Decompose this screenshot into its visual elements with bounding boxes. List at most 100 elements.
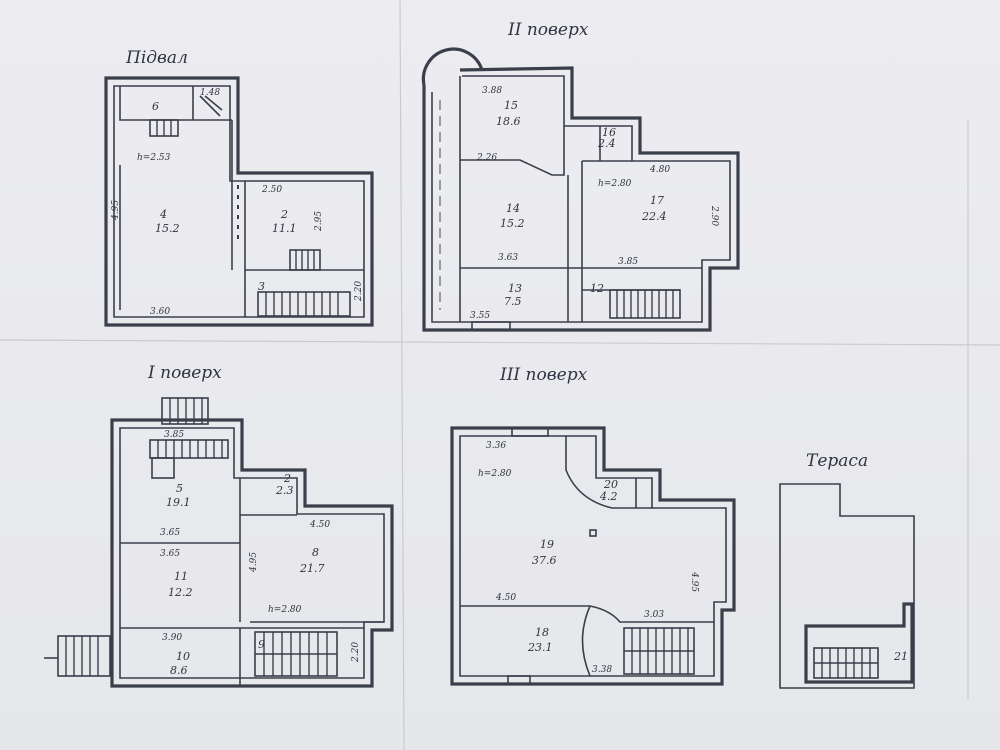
floor3-curved-partition: [581, 605, 591, 677]
floor2-room14-no: 14: [506, 202, 520, 215]
basement-room-4-area: 15.2: [155, 222, 180, 235]
basement-plan: Підвал h=2.53 6 1.48 2.50 4.95 2.95 3.60: [104, 48, 374, 327]
floor1-stairs-top: [149, 439, 229, 459]
fold-line-horizontal: [0, 339, 1000, 346]
basement-outer-wall: [104, 76, 374, 327]
floor2-room16-area: 2.4: [597, 137, 616, 150]
floor2-room13-no: 13: [508, 282, 522, 295]
terrace-stair-enclosure: [804, 602, 914, 684]
floor1-outer-wall: [110, 418, 394, 688]
floor2-dim-1: 3.88: [482, 86, 502, 96]
floor2-room17-area: 22.4: [641, 210, 667, 223]
basement-title: Підвал: [125, 48, 188, 68]
basement-dim-1: 1.48: [200, 88, 220, 98]
floor1-inner-wall: [119, 427, 385, 679]
basement-dim-2: 2.50: [261, 185, 282, 195]
basement-storage-wall: [119, 86, 232, 121]
floor2-room16-no: 16: [602, 126, 616, 139]
floor3-room18-area: 23.1: [527, 641, 553, 654]
floor2-room14-area: 15.2: [500, 217, 525, 230]
floor2-room15-no: 15: [504, 99, 518, 112]
basement-inner-wall: [113, 85, 365, 318]
floor1-side-stairs: [57, 635, 111, 677]
floor2-room15-wall: [459, 76, 565, 176]
floor3-room19-area: 37.6: [532, 554, 557, 567]
floor1-porch: [161, 397, 209, 425]
floor1-room9-no: 9: [258, 638, 265, 651]
floor3-room19-no: 19: [540, 538, 554, 551]
floor1-room2-area: 2.3: [275, 484, 294, 497]
floor3-plan: III поверх 3.36 h=2.80 20 4.2 19 37.6 4.…: [450, 365, 736, 686]
floor1-dim-5: 4.95: [249, 552, 259, 573]
terrace-room21-no: 21: [893, 650, 908, 663]
floor3-title: III поверх: [499, 365, 588, 385]
floor3-dim-2: 4.50: [495, 593, 516, 603]
floor1-room5-no: 5: [176, 482, 183, 495]
floor2-room17-no: 17: [650, 194, 664, 207]
basement-room-4-no: 4: [159, 208, 167, 221]
floor2-plan: II поверх 3.88 15 18.6 2.26 16 2.4 14 15…: [421, 20, 740, 332]
floor1-plan: I поверх 3.85 5 19.1 2 2.3 3.65 3.65 4.5…: [44, 363, 394, 688]
floor3-column: [589, 529, 597, 537]
floor1-height-note: h=2.80: [268, 605, 302, 615]
floor1-dim-2: 3.65: [160, 528, 180, 538]
terrace-plan: Тераса 21: [779, 451, 915, 689]
floor2-title: II поверх: [507, 20, 589, 40]
floor3-room20-no: 20: [603, 478, 618, 491]
floor2-dim-5: 4.80: [649, 165, 670, 175]
basement-room-3-no: 3: [258, 280, 265, 293]
floor3-dim-4: 3.38: [592, 665, 612, 675]
floor3-inner-wall: [459, 435, 727, 677]
floor3-dim-5: 4.95: [689, 571, 699, 592]
floor2-room15-area: 18.6: [496, 115, 521, 128]
floor3-dim-3: 3.03: [644, 610, 664, 620]
floor3-partition: [460, 605, 714, 623]
basement-room-2-no: 2: [280, 208, 288, 221]
floor2-dim-6: 3.55: [470, 311, 490, 321]
floor1-dim-6: 3.90: [162, 633, 182, 643]
floor3-room20-area: 4.2: [599, 490, 618, 503]
floor2-bay-window: [421, 47, 484, 86]
basement-stairs: [257, 291, 351, 317]
floor2-height-note: h=2.80: [598, 179, 632, 189]
terrace-outline: [779, 483, 915, 689]
floor2-dim-3: 3.63: [498, 253, 518, 263]
floor1-dim-1: 3.85: [164, 430, 184, 440]
floor3-dim-1: 3.36: [486, 441, 506, 451]
floor2-dim-4: 3.85: [618, 257, 638, 267]
floor2-room13-area: 7.5: [504, 295, 522, 308]
floor2-room12-no: 12: [590, 282, 604, 295]
basement-stair-mark: [199, 95, 221, 117]
floor1-room11-no: 11: [174, 570, 188, 583]
floor2-inner-wall: [431, 75, 731, 323]
floor1-room8-area: 21.7: [299, 562, 325, 575]
basement-dim-4: 2.95: [314, 211, 324, 232]
floor1-room8-no: 8: [312, 546, 319, 559]
floor1-stair-landing: [151, 457, 175, 479]
terrace-title: Тераса: [806, 451, 868, 471]
basement-height-note: h=2.53: [137, 153, 171, 163]
floor2-dim-7: 2.90: [709, 205, 719, 226]
floor2-outer-wall: [422, 66, 740, 332]
basement-stair-mark-2: [204, 95, 223, 111]
floor1-dim-7: 2.20: [351, 642, 361, 663]
floor3-outer-wall: [450, 426, 736, 686]
floor1-room10-no: 10: [176, 650, 190, 663]
floor1-room10-area: 8.6: [170, 664, 188, 677]
basement-dim-6: 2.20: [354, 281, 364, 302]
floor1-title: I поверх: [147, 363, 222, 383]
basement-room-6-no: 6: [152, 100, 159, 113]
floor1-dim-4: 4.50: [309, 520, 330, 530]
floor2-dim-2: 2.26: [476, 153, 497, 163]
basement-stair-top: [289, 249, 321, 271]
floor1-room5-area: 19.1: [166, 496, 191, 509]
floor3-curved-wall: [565, 436, 652, 509]
floor2-door-bottom: [471, 321, 511, 331]
floor1-room2-no: 2: [283, 472, 291, 485]
basement-room-2-area: 11.1: [272, 222, 297, 235]
floor1-dim-3: 3.65: [160, 549, 180, 559]
floor1-room11-area: 12.2: [168, 586, 193, 599]
floor3-height-note: h=2.80: [478, 469, 512, 479]
